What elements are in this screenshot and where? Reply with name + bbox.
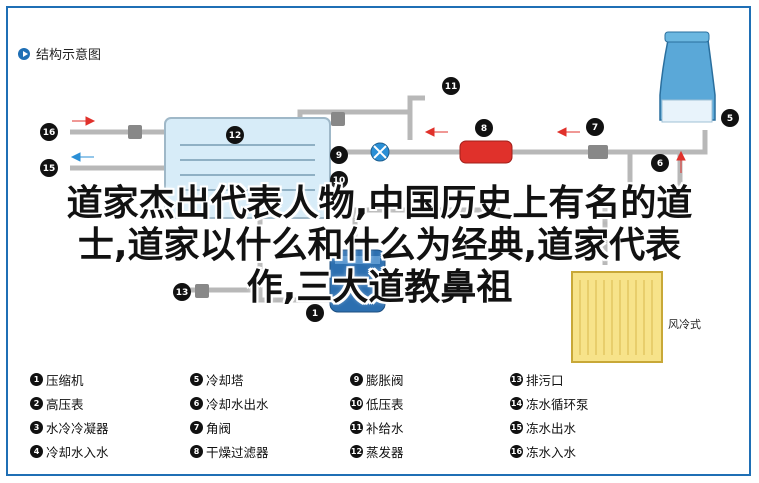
- overlay-line-1: 道家杰出代表人物,中国历史上有名的道: [66, 183, 693, 224]
- air-cooled-unit: [571, 271, 663, 363]
- lower-pipe: [257, 215, 330, 303]
- callouts: 1 12 5 6 7 8 9 10 11 13 15 16: [40, 77, 739, 322]
- dryer-red-arrow: [424, 127, 448, 137]
- evaporator-coils: [180, 144, 315, 191]
- callout-7: 7: [592, 123, 598, 133]
- air-cooled-label: 风冷式: [668, 318, 701, 331]
- angle-valve: [588, 145, 608, 159]
- inlet-red-arrow: [72, 116, 96, 126]
- overlay-caption: 道家杰出代表人物,中国历史上有名的道 士,道家以什么和什么为经典,道家代表 作,…: [0, 183, 759, 309]
- cooling-tower-top: [664, 31, 710, 43]
- expansion-valve-cross: [373, 145, 387, 159]
- valves: [128, 112, 608, 298]
- overlay-line-2: 士,道家以什么和什么为经典,道家代表: [77, 225, 682, 266]
- outlet-blue-arrow: [70, 152, 94, 162]
- compressor: [329, 249, 386, 313]
- callout-10: 10: [333, 176, 346, 186]
- cooling-tower-fill: [661, 99, 713, 123]
- callout-16: 16: [43, 128, 56, 138]
- evaporator-tank: [164, 117, 331, 219]
- overlay-line-3: 作,三大道教鼻祖: [246, 267, 513, 308]
- callout-13: 13: [176, 288, 189, 298]
- inlet-valve: [128, 125, 142, 139]
- tower-return-pipe: [590, 130, 708, 155]
- drain-valve: [195, 284, 209, 298]
- diagram-frame: [6, 6, 751, 476]
- filter-dryer: [459, 140, 513, 164]
- callout-12: 12: [229, 131, 242, 141]
- tower-red-arrow: [676, 150, 686, 173]
- air-cooled-fins: [579, 280, 653, 355]
- callout-11: 11: [445, 82, 458, 92]
- makeup-valve: [331, 112, 345, 126]
- callout-1: 1: [312, 309, 318, 319]
- callout-9: 9: [336, 151, 342, 161]
- diagram-title: 结构示意图: [36, 48, 102, 63]
- callout-8: 8: [481, 124, 487, 134]
- angle-red-arrow: [556, 127, 580, 137]
- callout-5: 5: [727, 114, 733, 124]
- callout-15: 15: [43, 164, 56, 174]
- callout-6: 6: [657, 159, 663, 169]
- play-icon: [18, 47, 30, 60]
- compressor-line: [352, 207, 500, 245]
- diagram-title-row: 结构示意图: [18, 44, 101, 63]
- compressor-band: [335, 256, 380, 264]
